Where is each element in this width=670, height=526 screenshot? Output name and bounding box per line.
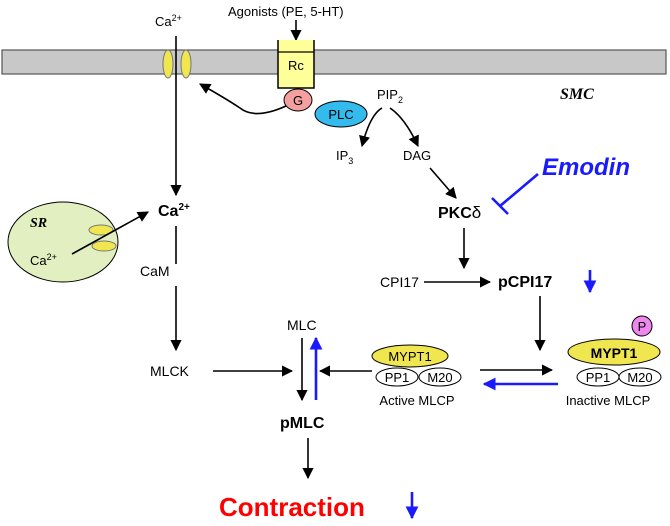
plc-label: PLC [328, 107, 353, 122]
sr-ca-label: Ca2+ [30, 252, 57, 268]
active-mypt1-label: MYPT1 [388, 349, 431, 364]
sarcoplasmic-reticulum [7, 201, 119, 283]
cell-membrane [1, 49, 667, 75]
inactive-mypt1-label: MYPT1 [591, 345, 638, 361]
mlck-label: MLCK [150, 363, 190, 379]
g-protein-label: G [293, 93, 303, 108]
inactive-pp1-label: PP1 [586, 370, 611, 385]
active-mlcp: MYPT1 PP1 M20 [371, 344, 462, 387]
pip2-to-ip3-arrow [359, 107, 383, 148]
phospho-marker [631, 315, 653, 337]
agonists-label: Agonists (PE, 5-HT) [228, 4, 344, 19]
sr-channel-bottom [91, 240, 117, 252]
g-to-channel-arrow [199, 83, 287, 115]
pip2-to-dag-arrow [389, 107, 419, 148]
ca-channel-label: Ca2+ [155, 13, 182, 29]
g-protein [283, 88, 313, 112]
receptor-label: Rc [288, 58, 304, 73]
pmlc-label: pMLC [280, 415, 325, 432]
contraction-label: Contraction [219, 492, 365, 522]
sr-release-arrow [71, 211, 149, 255]
cpi17-label: CPI17 [380, 274, 419, 290]
active-mlcp-label: Active MLCP [379, 393, 454, 408]
emodin-label: Emodin [542, 154, 630, 181]
sr-label: SR [30, 216, 47, 231]
sr-channel-top [88, 224, 114, 236]
pkc-delta-label: PKCδ [438, 203, 481, 222]
calcium-channel [162, 49, 192, 79]
cam-label: CaM [140, 263, 170, 279]
pcpi17-label: pCPI17 [498, 274, 552, 291]
inactive-mlcp-label: Inactive MLCP [566, 393, 651, 408]
dag-label: DAG [403, 148, 431, 163]
inactive-mlcp: MYPT1 PP1 M20 [567, 338, 662, 387]
dag-to-pkc-arrow [429, 167, 457, 199]
plc [314, 100, 368, 128]
pip2-label: PIP2 [377, 87, 403, 105]
mlc-label: MLC [287, 317, 317, 333]
ca-cytosol-label: Ca2+ [158, 202, 190, 220]
phospho-label: P [638, 319, 647, 334]
emodin-inhibition-line [499, 173, 539, 207]
ip3-label: IP3 [336, 148, 353, 166]
emodin-inhibition-bar [491, 197, 509, 215]
active-m20-label: M20 [427, 370, 452, 385]
active-pp1-label: PP1 [385, 370, 410, 385]
smc-label: SMC [560, 86, 594, 103]
inactive-m20-label: M20 [627, 370, 652, 385]
